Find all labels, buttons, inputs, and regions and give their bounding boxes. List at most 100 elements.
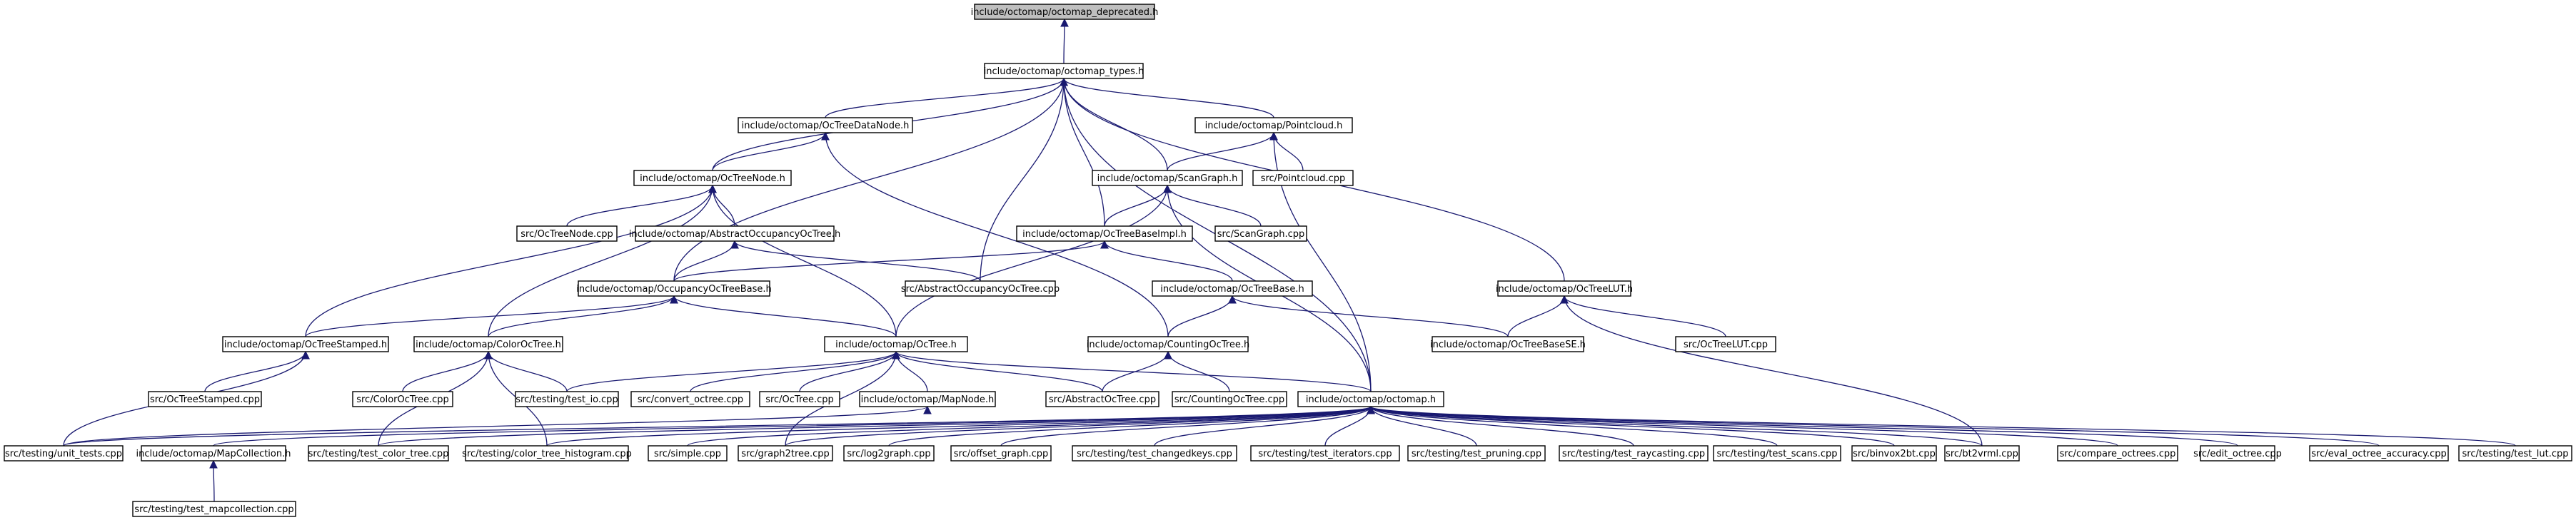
node-octreedatanode-box	[738, 117, 913, 133]
node-changedkeys-label: src/testing/test_changedkeys.cpp	[1077, 449, 1232, 459]
node-counting_cpp-label: src/CountingOcTree.cpp	[1174, 394, 1284, 405]
node-octreelut_cpp-label: src/OcTreeLUT.cpp	[1684, 340, 1768, 350]
node-octreenode_cpp[interactable]: src/OcTreeNode.cpp	[516, 225, 618, 242]
edge-log2graph-to-octomap	[888, 405, 1375, 447]
node-changedkeys[interactable]: src/testing/test_changedkeys.cpp	[1072, 445, 1237, 462]
edge-compare-to-octomap	[1367, 405, 2118, 447]
edge-mapnode-to-octree	[892, 350, 928, 392]
node-counting_cpp[interactable]: src/CountingOcTree.cpp	[1172, 391, 1287, 407]
node-counting[interactable]: include/octomap/CountingOcTree.h	[1087, 336, 1249, 352]
node-scans[interactable]: src/testing/test_scans.cpp	[1713, 445, 1841, 462]
node-abstractocc_cpp-label: src/AbstractOccupancyOcTree.cpp	[901, 284, 1060, 295]
node-offset_graph[interactable]: src/offset_graph.cpp	[950, 445, 1052, 462]
node-abstractocc_cpp[interactable]: src/AbstractOccupancyOcTree.cpp	[901, 280, 1060, 297]
node-pointcloud-label: include/octomap/Pointcloud.h	[1205, 121, 1343, 131]
node-octreedatanode[interactable]: include/octomap/OcTreeDataNode.h	[738, 117, 913, 133]
node-simple[interactable]: src/simple.cpp	[648, 445, 728, 462]
node-octreelut_cpp-box	[1675, 336, 1776, 352]
node-pointcloud_cpp[interactable]: src/Pointcloud.cpp	[1252, 170, 1354, 186]
edge-convert-to-octree	[690, 350, 900, 392]
node-log2graph-box	[843, 445, 935, 462]
node-octreelut_cpp[interactable]: src/OcTreeLUT.cpp	[1675, 336, 1776, 352]
node-test_lut-label: src/testing/test_lut.cpp	[2462, 449, 2568, 459]
edge-abstractocc_cpp-to-abstractocc	[730, 240, 981, 282]
node-unit_tests[interactable]: src/testing/unit_tests.cpp	[4, 445, 124, 462]
edge-test_color-to-octomap	[378, 405, 1375, 447]
node-abstractocc[interactable]: include/octomap/AbstractOccupancyOcTree.…	[629, 225, 840, 242]
node-raycasting[interactable]: src/testing/test_raycasting.cpp	[1559, 445, 1709, 462]
edge-types-to-deprecated	[1060, 18, 1069, 64]
node-octreelut-label: include/octomap/OcTreeLUT.h	[1496, 284, 1633, 295]
node-offset_graph-box	[950, 445, 1052, 462]
node-edit[interactable]: src/edit_octree.cpp	[2193, 445, 2282, 462]
node-deprecated[interactable]: include/octomap/octomap_deprecated.h	[971, 4, 1159, 20]
node-mapcollection[interactable]: include/octomap/MapCollection.h	[136, 445, 291, 462]
node-test_lut-box	[2458, 445, 2572, 462]
node-test_io-label: src/testing/test_io.cpp	[515, 394, 618, 405]
node-basese[interactable]: include/octomap/OcTreeBaseSE.h	[1430, 336, 1586, 352]
node-test_io[interactable]: src/testing/test_io.cpp	[515, 391, 619, 407]
node-bt2vrml-label: src/bt2vrml.cpp	[1946, 449, 2018, 459]
node-abstractoctree_cpp[interactable]: src/AbstractOcTree.cpp	[1045, 391, 1159, 407]
node-scangraph_cpp[interactable]: src/ScanGraph.cpp	[1214, 225, 1307, 242]
node-octreedatanode-label: include/octomap/OcTreeDataNode.h	[742, 121, 910, 131]
edge-octreebaseimpl-to-types	[1060, 77, 1105, 227]
node-eval-label: src/eval_octree_accuracy.cpp	[2311, 449, 2446, 459]
node-scangraph[interactable]: include/octomap/ScanGraph.h	[1092, 170, 1243, 186]
node-pointcloud[interactable]: include/octomap/Pointcloud.h	[1194, 117, 1353, 133]
edge-octreedatanode-to-types	[825, 77, 1068, 118]
node-iterators[interactable]: src/testing/test_iterators.cpp	[1250, 445, 1400, 462]
node-graph2tree-box	[738, 445, 833, 462]
node-test_color[interactable]: src/testing/test_color_tree.cpp	[308, 445, 449, 462]
node-colortree-label: include/octomap/ColorOcTree.h	[416, 340, 561, 350]
node-bt2vrml[interactable]: src/bt2vrml.cpp	[1944, 445, 2020, 462]
node-edit-label: src/edit_octree.cpp	[2193, 449, 2282, 459]
node-test_io-box	[515, 391, 619, 407]
node-stamped[interactable]: include/octomap/OcTreeStamped.h	[222, 336, 389, 352]
dependency-edges	[63, 18, 2516, 502]
node-octreenode[interactable]: include/octomap/OcTreeNode.h	[633, 170, 792, 186]
node-compare[interactable]: src/compare_octrees.cpp	[2057, 445, 2178, 462]
node-test_color-label: src/testing/test_color_tree.cpp	[308, 449, 449, 459]
node-octreebaseimpl[interactable]: include/octomap/OcTreeBaseImpl.h	[1016, 225, 1193, 242]
node-stamped-box	[222, 336, 389, 352]
node-types-label: include/octomap/octomap_types.h	[984, 66, 1144, 77]
node-stamped_cpp-label: src/OcTreeStamped.cpp	[150, 394, 260, 405]
node-test_mapcoll[interactable]: src/testing/test_mapcollection.cpp	[132, 501, 296, 517]
node-iterators-box	[1250, 445, 1400, 462]
node-occupancybase[interactable]: include/octomap/OccupancyOcTreeBase.h	[576, 280, 772, 297]
edge-colortree_cpp-to-colortree	[402, 350, 493, 392]
file-nodes: include/octomap/octomap_deprecated.hincl…	[4, 4, 2572, 517]
node-octreenode-label: include/octomap/OcTreeNode.h	[640, 173, 785, 184]
node-types[interactable]: include/octomap/octomap_types.h	[984, 63, 1144, 79]
node-octreelut[interactable]: include/octomap/OcTreeLUT.h	[1496, 280, 1633, 297]
node-octree_cpp[interactable]: src/OcTree.cpp	[759, 391, 840, 407]
node-log2graph[interactable]: src/log2graph.cpp	[843, 445, 935, 462]
node-binvox[interactable]: src/binvox2bt.cpp	[1851, 445, 1937, 462]
node-colortree[interactable]: include/octomap/ColorOcTree.h	[413, 336, 563, 352]
edge-color_hist-to-octomap	[546, 405, 1375, 447]
node-mapnode[interactable]: include/octomap/MapNode.h	[859, 391, 996, 407]
edge-octree-to-octreenode	[708, 184, 897, 337]
edge-octreebase-to-octreebaseimpl	[1100, 240, 1233, 282]
node-graph2tree[interactable]: src/graph2tree.cpp	[738, 445, 833, 462]
node-colortree_cpp[interactable]: src/ColorOcTree.cpp	[352, 391, 453, 407]
node-octree[interactable]: include/octomap/OcTree.h	[824, 336, 968, 352]
node-scangraph-label: include/octomap/ScanGraph.h	[1097, 173, 1238, 184]
edge-octreelut_cpp-to-octreelut	[1560, 295, 1726, 337]
node-abstractoctree_cpp-label: src/AbstractOcTree.cpp	[1049, 394, 1156, 405]
node-stamped_cpp[interactable]: src/OcTreeStamped.cpp	[148, 391, 262, 407]
edge-stamped-to-occupancybase	[305, 295, 678, 337]
node-colortree-box	[413, 336, 563, 352]
node-octomap[interactable]: include/octomap/octomap.h	[1297, 391, 1444, 407]
node-convert-label: src/convert_octree.cpp	[638, 394, 743, 405]
node-test_lut[interactable]: src/testing/test_lut.cpp	[2458, 445, 2572, 462]
node-eval[interactable]: src/eval_octree_accuracy.cpp	[2309, 445, 2449, 462]
node-convert[interactable]: src/convert_octree.cpp	[630, 391, 750, 407]
edge-occupancybase-to-abstractocc	[673, 240, 739, 282]
node-pruning[interactable]: src/testing/test_pruning.cpp	[1407, 445, 1546, 462]
node-color_hist[interactable]: src/testing/color_tree_histogram.cpp	[462, 445, 632, 462]
node-raycasting-box	[1559, 445, 1709, 462]
node-octreebase[interactable]: include/octomap/OcTreeBase.h	[1152, 280, 1313, 297]
node-scans-box	[1713, 445, 1841, 462]
